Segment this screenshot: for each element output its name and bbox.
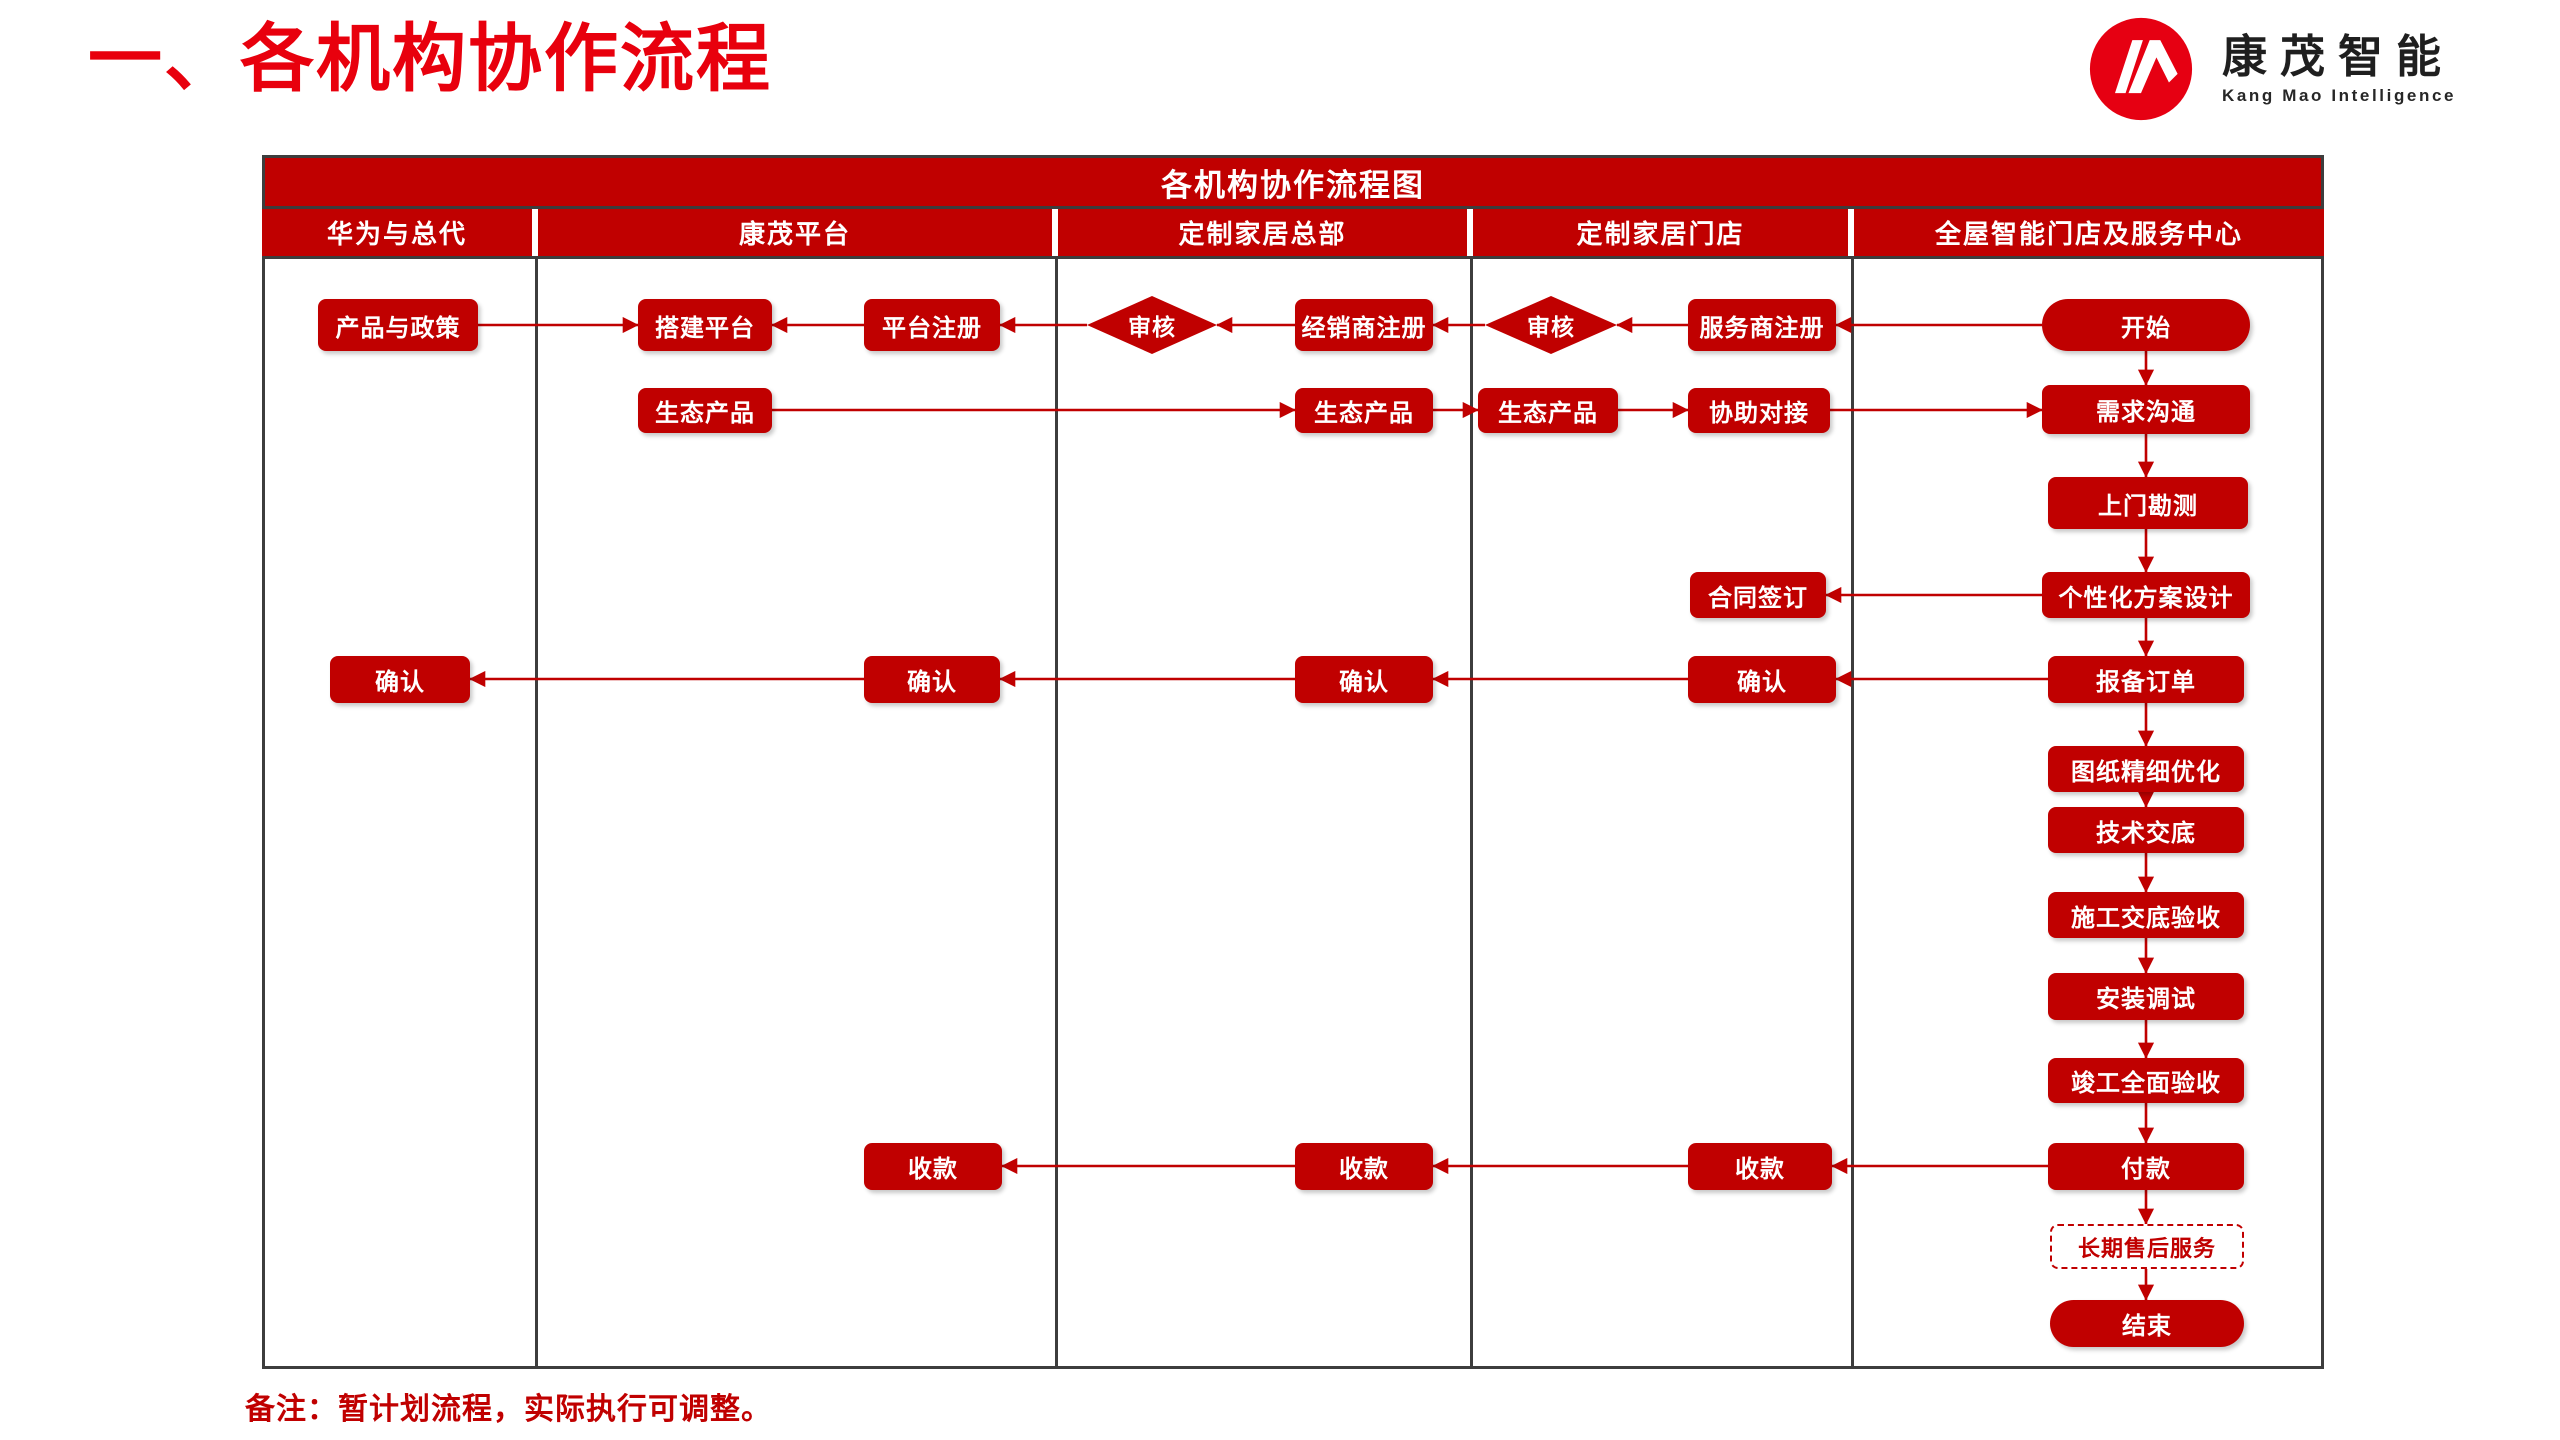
column-header-1: 华为与总代: [262, 209, 532, 256]
flow-node-shoukuan_c2: 收款: [864, 1143, 1002, 1190]
column-divider: [1851, 259, 1854, 1366]
footnote: 备注：暂计划流程，实际执行可调整。: [245, 1393, 772, 1426]
logo-text: 康茂智能 Kang Mao Intelligence: [2222, 32, 2456, 107]
flow-node-queren_c3: 确认: [1295, 656, 1433, 703]
page-title: 一、各机构协作流程: [88, 17, 772, 100]
column-header-5: 全屋智能门店及服务中心: [1854, 209, 2324, 256]
flow-node-gexinghua: 个性化方案设计: [2042, 572, 2250, 618]
flow-node-jingxiaoshang: 经销商注册: [1295, 299, 1433, 351]
brand-logo: 康茂智能 Kang Mao Intelligence: [2088, 16, 2456, 122]
flow-node-fuwushang: 服务商注册: [1688, 299, 1836, 351]
flow-node-queren_c2: 确认: [864, 656, 1000, 703]
flow-node-queren_c4: 确认: [1688, 656, 1836, 703]
column-header-2: 康茂平台: [538, 209, 1052, 256]
flow-node-queren_c1: 确认: [330, 656, 470, 703]
flow-node-shigong: 施工交底验收: [2048, 892, 2244, 938]
flow-node-hetong: 合同签订: [1690, 572, 1826, 618]
logo-name-cn: 康茂智能: [2222, 30, 2455, 82]
diagram-title: 各机构协作流程图: [265, 158, 2321, 209]
column-divider: [1055, 259, 1058, 1366]
flow-node-pingtaizhuce: 平台注册: [864, 299, 1000, 351]
flow-node-tuzhi: 图纸精细优化: [2048, 746, 2244, 792]
flow-node-baobei: 报备订单: [2048, 656, 2244, 703]
flow-node-anzhuang: 安装调试: [2048, 973, 2244, 1020]
flow-node-shengtai_c3: 生态产品: [1295, 388, 1433, 433]
flow-node-shoukuan_c3: 收款: [1295, 1143, 1433, 1190]
flow-table: 各机构协作流程图 华为与总代康茂平台定制家居总部定制家居门店全屋智能门店及服务中…: [262, 155, 2324, 1369]
flow-table-body: [265, 259, 2321, 1366]
column-header-row: 华为与总代康茂平台定制家居总部定制家居门店全屋智能门店及服务中心: [262, 209, 2324, 259]
flow-node-chanpin: 产品与政策: [318, 299, 478, 351]
logo-mark-icon: [2089, 17, 2193, 121]
flow-node-jishu: 技术交底: [2048, 807, 2244, 853]
flow-node-shengtai_c2: 生态产品: [638, 388, 772, 433]
column-divider: [1470, 259, 1473, 1366]
column-header-4: 定制家居门店: [1473, 209, 1848, 256]
flow-node-jieshu: 结束: [2050, 1300, 2244, 1347]
flow-node-xiezhu: 协助对接: [1688, 388, 1830, 433]
flow-node-jungong: 竣工全面验收: [2048, 1058, 2244, 1103]
column-divider: [535, 259, 538, 1366]
flow-node-kaishi: 开始: [2042, 299, 2250, 351]
flow-node-dajian: 搭建平台: [638, 299, 772, 351]
logo-name-en: Kang Mao Intelligence: [2222, 86, 2457, 106]
flow-node-shangmen: 上门勘测: [2048, 477, 2248, 529]
column-header-3: 定制家居总部: [1058, 209, 1467, 256]
flow-node-changqi: 长期售后服务: [2050, 1224, 2244, 1269]
flow-node-xuqiu: 需求沟通: [2042, 385, 2250, 434]
flow-node-shengtai_c4: 生态产品: [1478, 388, 1618, 433]
flow-node-shoukuan_c4: 收款: [1688, 1143, 1832, 1190]
flow-node-fukuan: 付款: [2048, 1143, 2244, 1190]
